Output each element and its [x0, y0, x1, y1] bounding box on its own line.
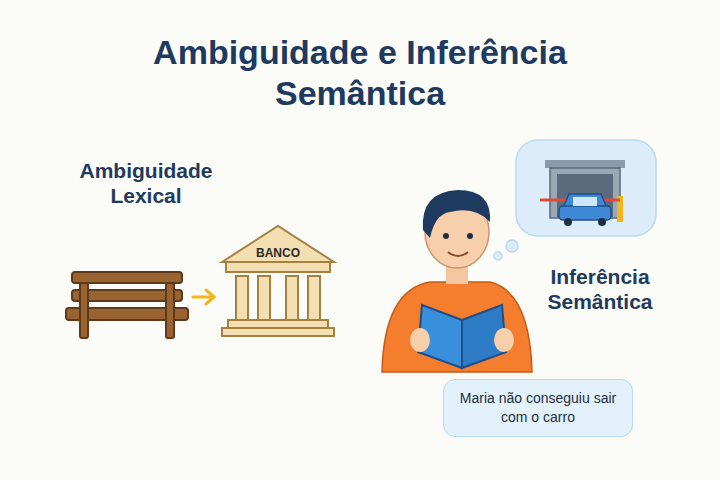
arrow-symbol [193, 290, 214, 304]
thought-bubble [494, 140, 656, 260]
bank-icon [222, 226, 334, 336]
node-text: Maria não conseguiu sair com o carro [458, 389, 618, 427]
garage-car-icon [540, 160, 625, 226]
speech-box: Maria não conseguiu sair com o carro [443, 379, 633, 437]
title: Ambiguidade e Inferência Semântica [150, 32, 570, 114]
reader-figure [382, 190, 532, 372]
building-sign: BANCO [243, 246, 313, 260]
section-label: Inferência Semântica [525, 264, 675, 314]
section-label: Ambiguidade Lexical [61, 158, 231, 208]
bench-icon [66, 272, 188, 338]
